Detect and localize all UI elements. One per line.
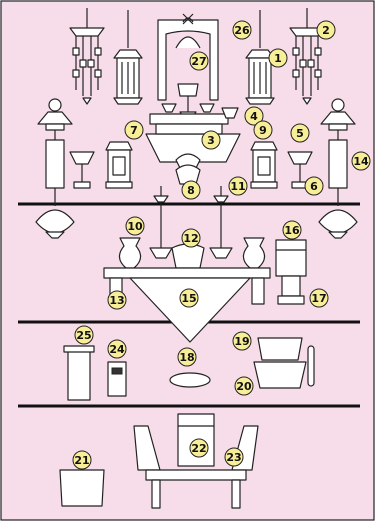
number-label: 13: [108, 291, 126, 309]
number-label: 17: [310, 289, 328, 307]
number-label-text: 21: [74, 454, 89, 467]
number-label-text: 11: [230, 180, 245, 193]
number-label-text: 18: [179, 351, 194, 364]
number-label: 19: [233, 332, 251, 350]
altar-table-icon: [146, 114, 240, 168]
number-label: 20: [235, 377, 253, 395]
number-label-text: 1: [274, 52, 282, 65]
number-label: 25: [75, 326, 93, 344]
number-label: 6: [305, 177, 323, 195]
number-label: 18: [178, 348, 196, 366]
number-label-text: 5: [296, 127, 304, 140]
cushion-icon: [60, 470, 104, 506]
number-label-text: 3: [207, 134, 215, 147]
number-label-text: 7: [130, 124, 138, 137]
number-label-text: 10: [127, 220, 143, 233]
number-label-text: 9: [259, 124, 267, 137]
number-label: 16: [283, 221, 301, 239]
number-label-text: 22: [191, 442, 206, 455]
number-label: 21: [73, 451, 91, 469]
incense-holder-icon: [64, 346, 94, 400]
number-label-text: 26: [234, 24, 250, 37]
incense-burner-icon: [172, 244, 204, 268]
number-label: 10: [126, 217, 144, 235]
number-label-text: 4: [250, 110, 258, 123]
number-label-text: 24: [109, 343, 125, 356]
memorial-tablet-icon: [276, 240, 306, 276]
number-label-text: 8: [187, 184, 195, 197]
number-label: 2: [317, 21, 335, 39]
number-label: 22: [190, 439, 208, 457]
number-label-text: 25: [76, 329, 91, 342]
number-label: 9: [254, 121, 272, 139]
flower-vase-icon: [243, 238, 264, 268]
flower-vase-icon: [119, 238, 140, 268]
number-label-text: 27: [191, 55, 206, 68]
number-label: 7: [125, 121, 143, 139]
lantern-box-icon: [251, 142, 277, 188]
number-label: 11: [229, 177, 247, 195]
number-label: 1: [269, 49, 287, 67]
tablet-stand-icon: [278, 276, 304, 304]
number-label-text: 2: [322, 24, 330, 37]
number-label: 12: [182, 229, 200, 247]
number-label: 3: [202, 131, 220, 149]
number-label-text: 6: [310, 180, 318, 193]
number-label-text: 17: [311, 292, 326, 305]
number-label: 23: [225, 448, 243, 466]
number-label-text: 15: [181, 292, 196, 305]
number-label-text: 23: [226, 451, 241, 464]
number-label-text: 14: [353, 155, 369, 168]
number-label: 27: [190, 52, 208, 70]
number-label: 15: [180, 289, 198, 307]
number-label-text: 20: [236, 380, 252, 393]
lantern-box-icon: [106, 142, 132, 188]
incense-box-icon: [108, 362, 126, 396]
bell-cushion-icon: [258, 338, 302, 360]
number-label: 5: [291, 124, 309, 142]
number-label: 14: [352, 152, 370, 170]
number-label: 24: [108, 340, 126, 358]
number-label-text: 12: [183, 232, 198, 245]
offering-plate-icon: [170, 373, 210, 387]
number-label-text: 16: [284, 224, 300, 237]
number-label: 26: [233, 21, 251, 39]
number-label-text: 13: [109, 294, 124, 307]
number-label: 8: [182, 181, 200, 199]
number-label-text: 19: [234, 335, 249, 348]
